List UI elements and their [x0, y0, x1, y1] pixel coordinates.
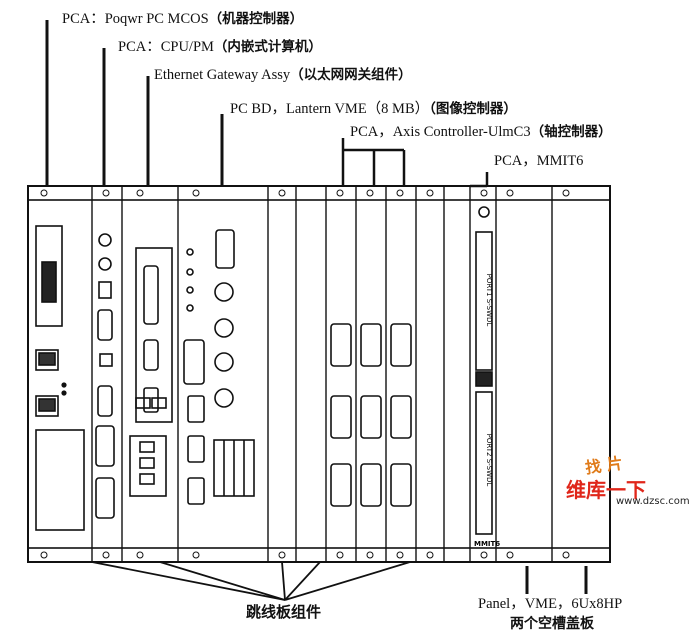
callout-axis: PCA，Axis Controller-UlmC3（轴控制器）: [350, 124, 612, 140]
leader-mmit: [470, 172, 489, 188]
callout-ethernet-en: Ethernet Gateway Assy: [154, 67, 291, 83]
watermark-url: www.dzsc.com: [616, 496, 690, 507]
jumper-pointers: [91, 561, 411, 601]
panel-brackets: [525, 566, 588, 594]
lantern-card-details: [183, 229, 255, 505]
axis-card-connectors: [330, 323, 412, 507]
callout-mmit: PCA，MMIT6: [494, 153, 583, 169]
callout-lantern-en: PC BD，Lantern VME（8 MB）: [230, 101, 430, 117]
callout-mcos-cn: （机器控制器）: [208, 11, 304, 27]
callout-lantern: PC BD，Lantern VME（8 MB）（图像控制器）: [230, 101, 517, 117]
chassis-frame: [27, 185, 611, 563]
mmit-port2-label: PORT2 S-SWDL: [485, 434, 493, 487]
callout-cpu-cn: （内嵌式计算机）: [213, 39, 322, 55]
callout-axis-cn: （轴控制器）: [530, 124, 612, 140]
callout-mcos: PCA：Poqwr PC MCOS（机器控制器）: [62, 11, 303, 27]
callout-axis-en: PCA，Axis Controller-UlmC3: [350, 124, 531, 140]
mmit-tag: MMIT6: [474, 540, 500, 548]
mmit-card-details: [475, 206, 493, 535]
chassis-top-rail: [27, 185, 611, 201]
ethernet-card-details: [129, 247, 173, 497]
leader-axis: [341, 138, 406, 186]
callout-ethernet-cn: （以太网网关组件）: [290, 67, 412, 83]
jumper-label: 跳线板组件: [246, 603, 322, 621]
callout-ethernet: Ethernet Gateway Assy（以太网网关组件）: [154, 67, 412, 83]
cpu-card-details: [95, 233, 115, 519]
chassis-bottom-rail: [27, 547, 611, 563]
rail-screws: [40, 189, 570, 559]
watermark-bottom: 维库一下: [566, 478, 646, 502]
callout-mmit-en: PCA，MMIT6: [494, 153, 584, 169]
panel-label-cn: 两个空槽盖板: [510, 616, 594, 632]
callout-mcos-en: PCA：Poqwr PC MCOS: [62, 11, 209, 27]
slot-dividers: [91, 186, 553, 562]
panel-label: Panel，VME，6Ux8HP: [478, 596, 623, 612]
mmit-port1-label: PORT1 S-SWDL: [485, 274, 493, 327]
callout-cpu-en: PCA：CPU/PM: [118, 39, 214, 55]
mcos-card-details: [35, 225, 85, 531]
callout-cpu: PCA：CPU/PM（内嵌式计算机）: [118, 39, 322, 55]
callout-lantern-cn: （图像控制器）: [429, 101, 517, 117]
